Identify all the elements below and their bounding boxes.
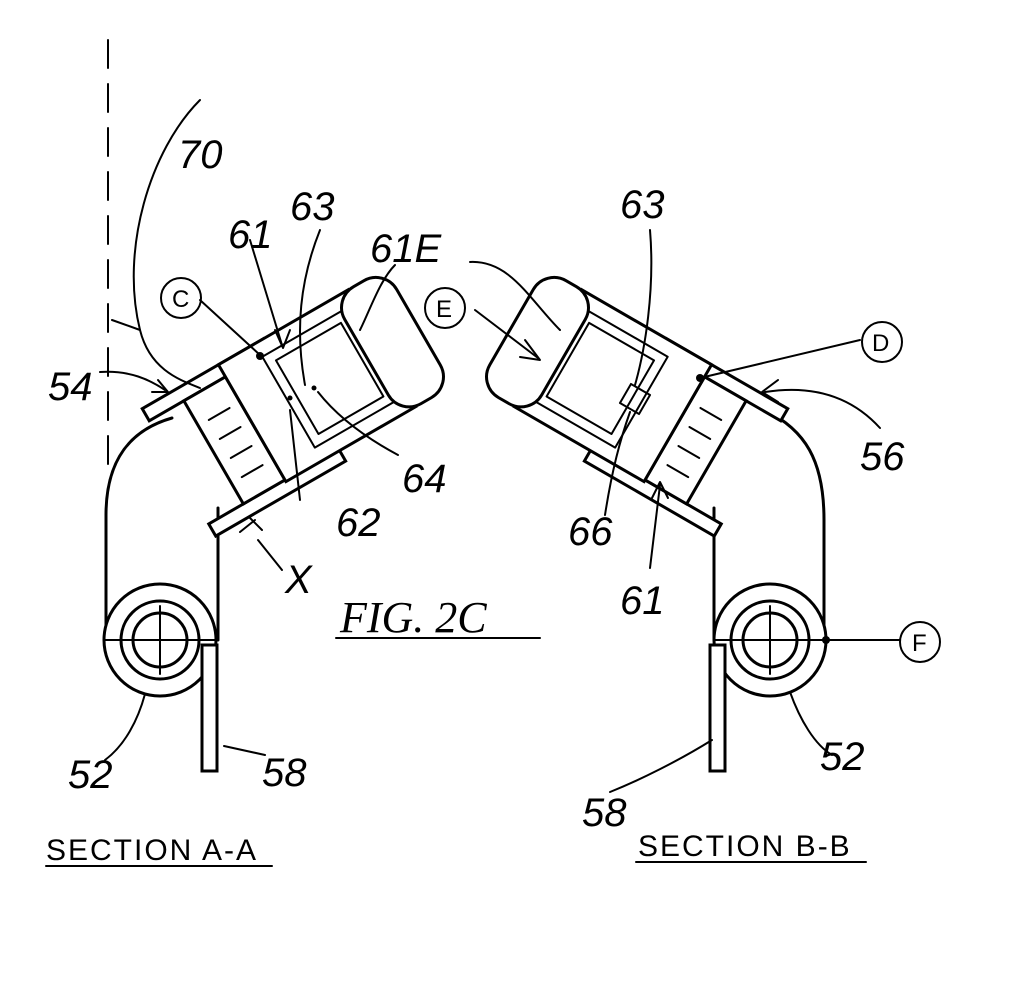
callout-c: C (172, 286, 189, 313)
label-66: 66 (568, 510, 613, 554)
dot-C (256, 352, 264, 360)
label-x: X (284, 558, 313, 602)
label-70: 70 (178, 133, 223, 177)
section-b-b: 63 56 66 61 52 58 E D F SECTION B-B (425, 183, 940, 863)
label-52-left: 52 (68, 753, 113, 797)
callout-d: D (872, 330, 889, 357)
arrow-70 (112, 320, 140, 330)
leader-D (700, 340, 860, 378)
label-61-left: 61 (228, 213, 273, 257)
caption-section-a-a: SECTION A-A (46, 834, 258, 867)
section-a-a: 70 54 61 63 61E 64 62 X 52 58 C SECTION … (46, 40, 458, 867)
label-61-right: 61 (620, 579, 665, 623)
label-56: 56 (860, 435, 905, 479)
label-62: 62 (336, 501, 381, 545)
leader-52-left (105, 694, 145, 760)
figure-title: FIG. 2C (339, 593, 487, 642)
leader-58-left (224, 746, 265, 755)
roller-52-right (714, 584, 826, 696)
label-58-left: 58 (262, 751, 307, 795)
leader-54 (100, 372, 165, 390)
caption-section-b-b: SECTION B-B (638, 830, 852, 863)
figure-title-group: FIG. 2C (336, 593, 540, 642)
dot-64 (312, 386, 317, 391)
section-marker-x (240, 518, 282, 570)
label-61E: 61E (370, 227, 442, 271)
support-58-left (202, 645, 217, 771)
label-54: 54 (48, 365, 93, 409)
dot-D (696, 374, 704, 382)
carrier-assembly-right (472, 269, 788, 536)
leader-C (200, 300, 260, 355)
label-63-right: 63 (620, 183, 665, 227)
label-64: 64 (402, 457, 447, 501)
label-63-left: 63 (290, 185, 335, 229)
callout-f: F (912, 630, 927, 657)
leader-58-right (610, 740, 712, 792)
dot-F (822, 636, 830, 644)
support-58-right (710, 645, 725, 771)
callout-e: E (436, 296, 452, 323)
dot-62 (288, 396, 293, 401)
label-58-right: 58 (582, 791, 627, 835)
label-52-right: 52 (820, 735, 865, 779)
